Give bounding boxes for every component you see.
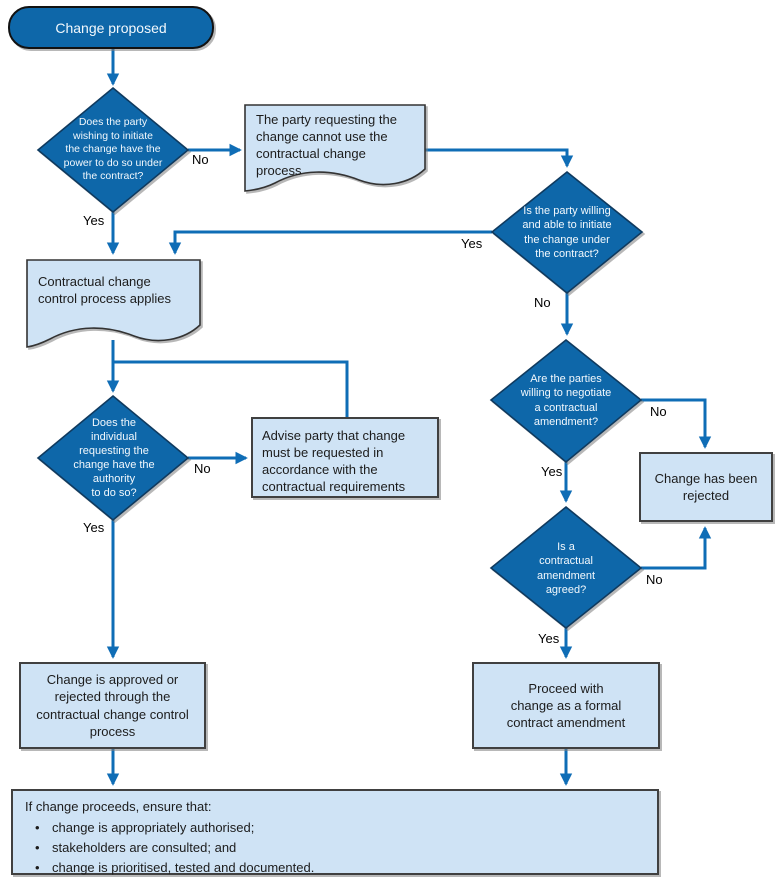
edge-negotiate-no-to-rejected [641,398,712,449]
edge-willing-yes-to-ccc [168,230,492,255]
edge-label-negotiate-yes: Yes [541,464,563,479]
ensure-bullet-item: change is appropriately authorised; [25,818,641,838]
ensure-bullet-text: stakeholders are consulted; and [52,840,237,856]
edge-cannot-use-to-willing [425,148,574,168]
ccc-applies-label: Contractual change control process appli… [38,274,171,307]
ensure-content: If change proceeds, ensure that: change … [25,797,641,879]
rejected-box-shape [639,452,773,522]
ensure-intro: If change proceeds, ensure that: [25,799,212,814]
proceed-label: Proceed with change as a formal contract… [506,680,626,731]
edge-label-agreed-yes: Yes [538,631,560,646]
cannot-use-label: The party requesting the change cannot u… [256,112,397,179]
advise-label: Advise party that change must be request… [262,428,406,495]
decision-authority-label: Does the individual requesting the chang… [73,416,155,500]
proceed-box-shape [472,662,660,749]
edge-advise-loop-to-authority [114,360,349,418]
decision-power-label: Does the party wishing to initiate the c… [63,115,163,183]
edge-label-power-yes: Yes [83,213,105,228]
start-terminator-shape [8,6,214,49]
edge-label-authority-no: No [194,461,211,476]
ensure-bullet-list: change is appropriately authorised; stak… [25,818,641,878]
decision-agreed-diamond [489,505,643,630]
edge-label-negotiate-no: No [650,404,667,419]
edge-label-willing-yes: Yes [461,236,483,251]
approved-box-shape [19,662,206,749]
ensure-bullet-item: stakeholders are consulted; and [25,838,641,858]
advise-box-shape [251,417,439,498]
edge-label-agreed-no: No [646,572,663,587]
cannot-use-document-shape [244,104,426,192]
decision-willing-diamond [490,170,644,295]
rejected-label: Change has been rejected [654,470,758,503]
ensure-bullet-text: change is appropriately authorised; [52,820,255,836]
decision-negotiate-diamond [489,338,643,464]
decision-agreed-label: Is a contractual amendment agreed? [536,541,596,596]
ccc-applies-document-shape [26,259,201,348]
ensure-bullet-text: change is prioritised, tested and docume… [52,860,315,876]
approved-label: Change is approved or rejected through t… [36,672,189,739]
edge-label-authority-yes: Yes [83,520,105,535]
decision-power-diamond [36,86,190,214]
start-label: Change proposed [55,19,167,36]
edge-agreed-no-to-rejected [641,526,712,570]
ensure-bullet-item: change is prioritised, tested and docume… [25,858,641,878]
decision-negotiate-label: Are the parties willing to negotiate a c… [520,373,612,428]
decision-willing-label: Is the party willing and able to initiat… [522,205,612,260]
edges [106,48,712,786]
edge-label-power-no: No [192,152,209,167]
edge-label-willing-no: No [534,295,551,310]
decision-authority-diamond [36,394,190,522]
shapes [8,6,773,875]
